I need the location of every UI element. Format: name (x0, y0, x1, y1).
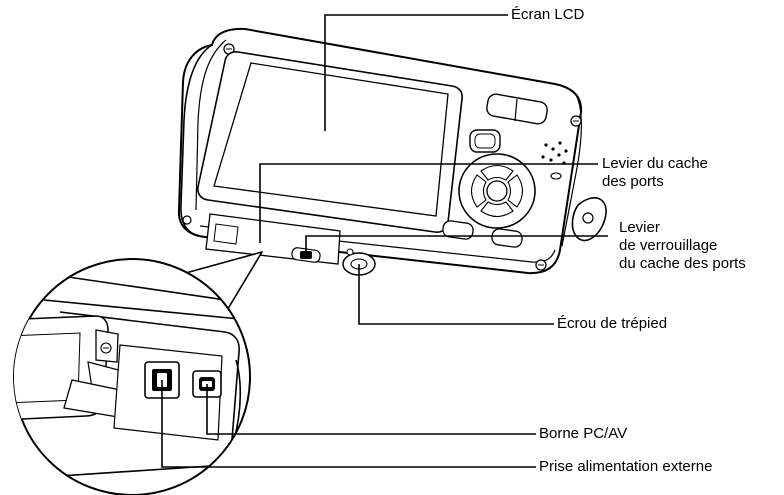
leader-lcd (324, 14, 508, 131)
leader-lines (161, 14, 608, 468)
label-port-cover-lever-line2: des ports (602, 173, 664, 190)
leader-port-cover-lock (305, 235, 608, 255)
leader-pc-av (206, 384, 536, 435)
leader-port-cover-lever (259, 163, 598, 243)
lcd-display (213, 62, 449, 217)
leader-dc-input (161, 380, 536, 468)
label-port-cover-lock-line3: du cache des ports (619, 255, 746, 272)
speaker-grille (541, 141, 568, 165)
four-way-controller (458, 153, 536, 229)
label-lcd-screen: Écran LCD (511, 6, 585, 23)
screw-icon (535, 259, 547, 271)
label-port-cover-lock-line1: Levier (619, 219, 660, 236)
ok-button (486, 180, 508, 202)
label-port-cover-lever-line1: Levier du cache (602, 155, 708, 172)
camera-body (177, 27, 607, 276)
leader-tripod (358, 264, 554, 325)
label-pc-av-terminal: Borne PC/AV (539, 425, 628, 442)
green-button (442, 220, 474, 240)
screw-icon (570, 115, 582, 127)
label-port-cover-lever: Levier du cache des ports (602, 155, 708, 191)
label-port-cover-lock-lever: Levier de verrouillage du cache des port… (619, 219, 746, 273)
label-tripod-socket: Écrou de trépied (557, 315, 668, 332)
screw-icon (182, 215, 192, 225)
zoom-button (486, 93, 548, 125)
label-dc-input: Prise alimentation externe (539, 458, 713, 475)
play-button (469, 129, 501, 153)
label-port-cover-lock-line2: de verrouillage (619, 237, 718, 254)
magnifier-pointer (181, 251, 263, 313)
